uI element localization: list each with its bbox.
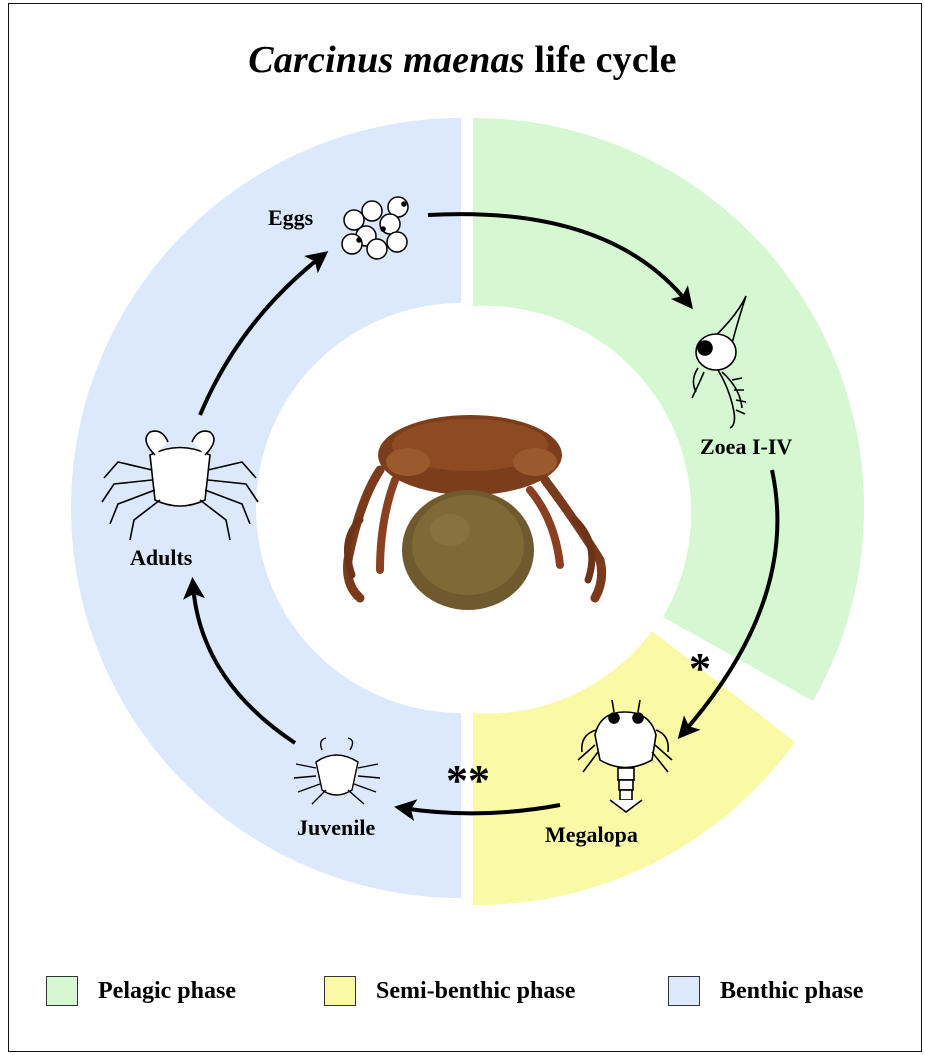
stage-label-adults: Adults: [130, 545, 192, 571]
legend-item-pelagic: Pelagic phase: [46, 975, 236, 1007]
legend-item-semi-benthic: Semi-benthic phase: [324, 975, 575, 1007]
stage-label-juvenile: Juvenile: [297, 815, 375, 841]
legend-label-benthic: Benthic phase: [720, 978, 863, 1005]
juvenile-settlement-marker: **: [446, 756, 490, 805]
stage-label-zoea: Zoea I-IV: [700, 434, 792, 460]
stage-label-eggs: Eggs: [268, 205, 313, 231]
stage-label-megalopa: Megalopa: [545, 822, 638, 848]
legend-label-pelagic: Pelagic phase: [98, 978, 236, 1005]
legend-item-benthic: Benthic phase: [668, 975, 863, 1007]
legend-label-semi-benthic: Semi-benthic phase: [376, 978, 575, 1005]
legend-swatch-pelagic: [46, 976, 78, 1006]
megalopa-settlement-marker: *: [689, 644, 711, 693]
legend-swatch-semi-benthic: [324, 976, 356, 1006]
legend-swatch-benthic: [668, 976, 700, 1006]
pelagic-phase-sector: [473, 118, 864, 701]
berried-crab-photo: [348, 415, 602, 610]
